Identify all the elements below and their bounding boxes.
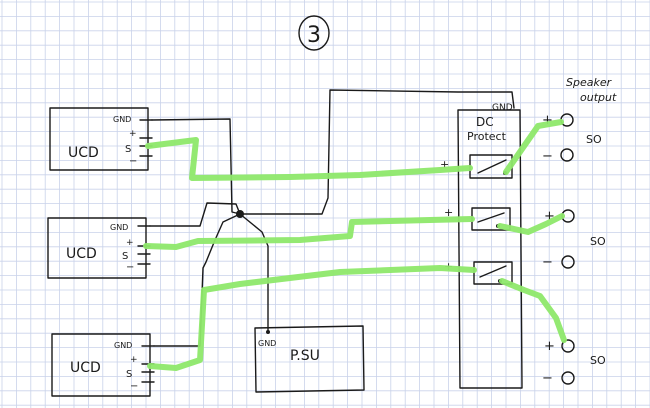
ucd-module-3: UCD GND + S − [51, 333, 155, 397]
speaker-output-line-1: Speaker [566, 76, 613, 89]
dc-protect-gnd-label: GND [492, 103, 513, 113]
ucd-2-plus: + [126, 238, 134, 248]
ucd-module-1: UCD GND + S − [49, 107, 153, 171]
ucd-3-label: UCD [70, 360, 101, 376]
speaker-output-line-2: output [580, 91, 617, 104]
spk-2-minus-terminal [561, 255, 575, 269]
ucd-3-s-label: S [126, 369, 132, 380]
relay-1-plus: + [440, 158, 449, 171]
spk-3-plus: + [544, 339, 555, 354]
ucd-3-plus: + [130, 355, 138, 365]
ucd-1-plus: + [129, 129, 137, 139]
ucd-3-gnd-label: GND [114, 341, 132, 350]
spk-1-minus: − [542, 149, 553, 164]
ucd-1-label: UCD [68, 145, 99, 161]
dc-protect-title-2: Protect [467, 130, 507, 143]
signal-traces [143, 119, 567, 371]
ucd-1-s-label: S [125, 144, 131, 155]
speaker-output-header: Speaker output [566, 76, 617, 104]
spk-2-plus: + [544, 209, 555, 224]
psu-gnd-label: GND [258, 339, 276, 348]
ucd-1-gnd-label: GND [113, 115, 131, 124]
spk-1-so: SO [586, 133, 602, 146]
ucd-module-2: UCD GND + S − [47, 217, 151, 279]
spk-3-minus: − [542, 371, 553, 386]
spk-3-plus-terminal [561, 339, 575, 353]
speaker-output-1: + − SO [542, 113, 602, 164]
ucd-3-minus: − [130, 381, 138, 392]
spk-3-minus-terminal [561, 371, 575, 385]
spk-1-minus-terminal [560, 148, 574, 162]
ucd-1-minus: − [129, 156, 137, 167]
spk-1-plus: + [542, 113, 553, 128]
page-number-circle: 3 [298, 15, 330, 51]
ucd-2-s-label: S [122, 251, 128, 262]
spk-2-minus: − [542, 255, 553, 270]
speaker-output-2: + − SO [542, 209, 606, 270]
speaker-output-3: + − SO [542, 339, 606, 386]
ucd-2-gnd-label: GND [110, 223, 128, 232]
page-number: 3 [307, 23, 321, 48]
star-ground-node [236, 210, 244, 218]
psu-box: GND P.SU [254, 325, 365, 393]
ucd-2-label: UCD [66, 246, 97, 262]
psu-label: P.SU [290, 348, 320, 364]
spk-2-so: SO [590, 235, 606, 248]
relay-2-plus: + [444, 206, 453, 219]
ucd-2-minus: − [126, 262, 134, 273]
spk-3-so: SO [590, 354, 606, 367]
dc-protect-title-1: DC [476, 115, 494, 129]
